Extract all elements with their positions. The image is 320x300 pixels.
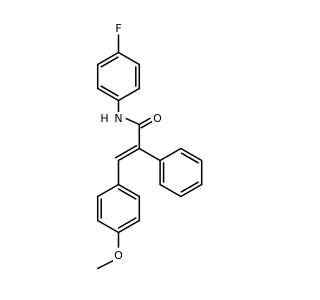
bond-ring2-5 xyxy=(159,183,182,198)
bond-carbonyl-c-o-1 xyxy=(138,117,151,126)
fluorine-label: F xyxy=(115,22,121,35)
bond-ring2-4 xyxy=(180,183,203,198)
methoxy-oxygen-label-bg xyxy=(113,249,124,262)
bond-carbonyl-c-o-2 xyxy=(140,120,153,129)
bond-ring1-inner-1 xyxy=(100,56,119,68)
fluorophenyl-ring xyxy=(96,51,141,102)
bond-ring3-4 xyxy=(117,219,141,234)
bond-ring2-1 xyxy=(159,147,182,162)
bond-ring3-inner-3 xyxy=(117,188,137,200)
bond-alpha-phenyl xyxy=(138,147,161,162)
hydrogen-label-bg xyxy=(99,112,109,125)
methoxyphenyl-ring xyxy=(96,183,141,234)
bond-alkene-inner xyxy=(114,144,138,159)
bond-ring1-right-lower xyxy=(117,87,141,102)
methoxy-oxygen-label: O xyxy=(114,249,123,262)
bond-ring2-2 xyxy=(180,147,203,162)
bond-ring1-inner-3 xyxy=(100,85,119,97)
carbonyl-oxygen-label: O xyxy=(153,112,162,125)
bond-ring3-1 xyxy=(96,183,120,198)
bond-ring2-inner-1 xyxy=(180,152,199,164)
fluorine-label-bg xyxy=(113,21,124,35)
bond-o-methyl xyxy=(96,259,115,270)
phenyl-ring xyxy=(159,147,203,198)
bond-ring1-bottom-left xyxy=(96,87,120,102)
bond-alkene-outer xyxy=(117,147,141,162)
carbonyl-oxygen-label-bg xyxy=(152,112,163,125)
bond-n-carbonyl-carbon xyxy=(125,117,141,126)
nitrogen-label: N xyxy=(114,112,122,125)
nitrogen-label-bg xyxy=(111,112,126,125)
structure-canvas: F N H O O xyxy=(96,21,203,270)
bond-ring3-inner-2 xyxy=(117,217,137,229)
molecule-diagram: F N H O O xyxy=(96,21,203,270)
hydrogen-label: H xyxy=(100,112,108,125)
bond-ring1-top-right xyxy=(117,51,141,66)
bond-ring3-3 xyxy=(96,219,120,234)
bond-ring3-6 xyxy=(117,183,141,198)
bond-ring1-top-left xyxy=(96,51,120,66)
bond-ring2-inner-2 xyxy=(180,181,199,193)
